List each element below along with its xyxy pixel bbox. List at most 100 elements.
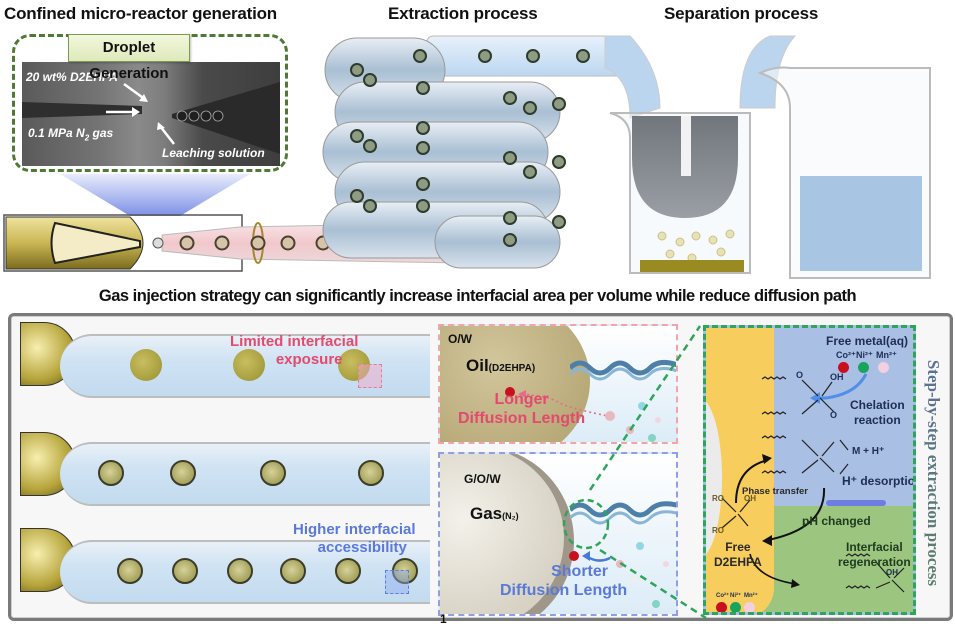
organic-phase-annotation: 20 wt% D2EHPA — [26, 70, 118, 84]
shorter-diffusion-note: Shorter Diffusion Length — [500, 562, 627, 600]
diffusion-path-long — [505, 387, 615, 421]
gas-droplet — [280, 558, 306, 584]
chelation-line1: Chelation — [850, 398, 905, 412]
oil-droplet — [130, 349, 162, 381]
gas-oil-water-box: G/O/W Gas(N₂) Shorter Diffusion Length — [438, 452, 678, 616]
oil-phase-label: Oil(D2EHPA) — [466, 356, 535, 376]
limited-note-line2: exposure — [275, 351, 343, 368]
ro-label-1: RO — [712, 494, 724, 503]
gas-droplet — [260, 460, 286, 486]
shorter-note-line2: Diffusion Length — [500, 582, 628, 599]
gas-droplet — [98, 460, 124, 486]
gas-phase-label: Gas(N₂) — [470, 504, 519, 524]
main-title: Gas injection strategy can significantly… — [98, 287, 857, 305]
nickel-ion-icon-small — [730, 602, 741, 612]
free-d2ehpa-label: Free D2EHPA — [714, 540, 762, 570]
gow-label: G/O/W — [464, 472, 501, 486]
gas-phase-sub: 2 — [84, 133, 90, 143]
gas-droplet — [117, 558, 143, 584]
higher-interface-highlight — [385, 570, 409, 594]
manganese-ion-icon-small — [744, 602, 755, 612]
longer-note-line2: Diffusion Length — [458, 410, 586, 427]
gas-phase-main: Gas — [470, 504, 503, 523]
oil-droplet-large — [440, 326, 590, 442]
interface-zoom-circle — [562, 498, 610, 550]
oh-label-2: OH — [744, 494, 756, 503]
water-wave-gow — [570, 501, 676, 608]
aqueous-phase-annotation: Leaching solution — [162, 146, 265, 160]
chemical-structures — [721, 373, 905, 593]
chelation-reaction-label: Chelation reaction — [850, 398, 905, 428]
chelation-line2: reaction — [853, 413, 901, 427]
ion-label-co-small: Co²⁺ — [716, 593, 730, 599]
ion-label-ni-small: Ni²⁺ — [730, 593, 742, 599]
gas-droplet — [227, 558, 253, 584]
h-desorption-label: H⁺ desorption — [842, 474, 916, 488]
oil-phase-main: Oil — [466, 356, 489, 375]
separation-beakers — [604, 35, 931, 279]
ion-label-mn-small: Mn²⁺ — [744, 593, 758, 599]
cobalt-ion-icon — [838, 362, 849, 373]
channel-gas-dense — [60, 540, 430, 604]
regeneration-line2: regeneration — [838, 555, 911, 569]
separation-process-title: Separation process — [664, 4, 819, 23]
gas-phase-prefix: 0.1 MPa N — [28, 126, 85, 140]
oh-label-3: OH — [886, 568, 898, 577]
droplet-generation-label: Droplet Generation — [68, 34, 190, 82]
ro-label-2: RO — [712, 526, 724, 535]
gas-phase-annotation: 0.1 MPa N2 gas — [28, 126, 113, 142]
limited-exposure-note: Limited interfacial exposure — [230, 333, 358, 369]
channel-oil-in-water — [60, 334, 430, 398]
gas-droplet — [172, 558, 198, 584]
gas-bubble — [440, 454, 564, 614]
regeneration-line1: Interfacial — [845, 540, 903, 554]
manganese-ion-icon — [878, 362, 889, 373]
higher-accessibility-note: Higher interfacial accessibility — [293, 521, 416, 557]
gas-bubble-edge — [706, 398, 722, 558]
gas-droplet — [358, 460, 384, 486]
limited-note-line1: Limited interfacial — [230, 333, 359, 350]
micrograph-photo: 20 wt% D2EHPA 0.1 MPa N2 gas Leaching so… — [22, 62, 280, 166]
gas-phase-suffix: gas — [89, 126, 114, 140]
diffusion-path-short — [569, 551, 611, 562]
gas-phase-sub: (N₂) — [502, 511, 519, 521]
ion-label-co: Co²⁺ — [836, 350, 856, 360]
o-label-1: O — [796, 370, 804, 380]
gas-droplet — [170, 460, 196, 486]
vertical-label-text: Step-by-step extraction process — [924, 359, 943, 586]
higher-note-line2: accessibility — [317, 539, 407, 556]
limited-interface-highlight — [358, 364, 382, 388]
free-d2ehpa-line1: Free — [725, 540, 751, 554]
ion-label-mn: Mn²⁺ — [876, 350, 897, 360]
nickel-ion-icon — [858, 362, 869, 373]
phase-transfer-label: Phase transfer — [742, 486, 809, 497]
confined-reactor-title: Confined micro-reactor generation — [4, 4, 277, 23]
extraction-mechanism-panel: Free metal(aq) Co²⁺ Ni²⁺ Mn²⁺ — [703, 325, 916, 615]
gas-droplet — [392, 558, 418, 584]
micrograph-drawing — [22, 82, 280, 154]
projection-beam — [60, 174, 250, 216]
step-by-step-vertical-label: Step-by-step extraction process — [918, 330, 948, 615]
higher-note-line1: Higher interfacial — [293, 521, 416, 538]
zoom-connector-lines — [588, 325, 707, 620]
gas-droplet — [335, 558, 361, 584]
footer-mark: 1 — [440, 612, 447, 626]
ion-label-ni: Ni²⁺ — [856, 350, 873, 360]
free-metal-label: Free metal(aq) — [826, 334, 909, 348]
oil-droplet — [233, 349, 265, 381]
oil-phase-sub: (D2EHPA) — [488, 363, 536, 374]
metal-complex-label: M + H⁺ — [852, 446, 885, 457]
longer-note-line1: Longer — [494, 391, 549, 408]
ow-label: O/W — [448, 332, 472, 346]
extraction-process-title: Extraction process — [388, 4, 538, 23]
extraction-coil — [322, 35, 628, 269]
ph-changed-label: pH changed — [802, 514, 871, 528]
interfacial-regeneration-label: Interfacial regeneration — [838, 540, 911, 570]
free-d2ehpa-line2: D2EHPA — [714, 555, 762, 569]
channel-gas-sparse — [60, 442, 430, 506]
oil-in-water-box: O/W Oil(D2EHPA) Longer Diffusion Length — [438, 324, 678, 444]
oh-label-1: OH — [830, 372, 844, 382]
longer-diffusion-note: Longer Diffusion Length — [458, 390, 585, 428]
shorter-note-line1: Shorter — [551, 563, 608, 580]
cobalt-ion-icon-small — [716, 602, 727, 612]
